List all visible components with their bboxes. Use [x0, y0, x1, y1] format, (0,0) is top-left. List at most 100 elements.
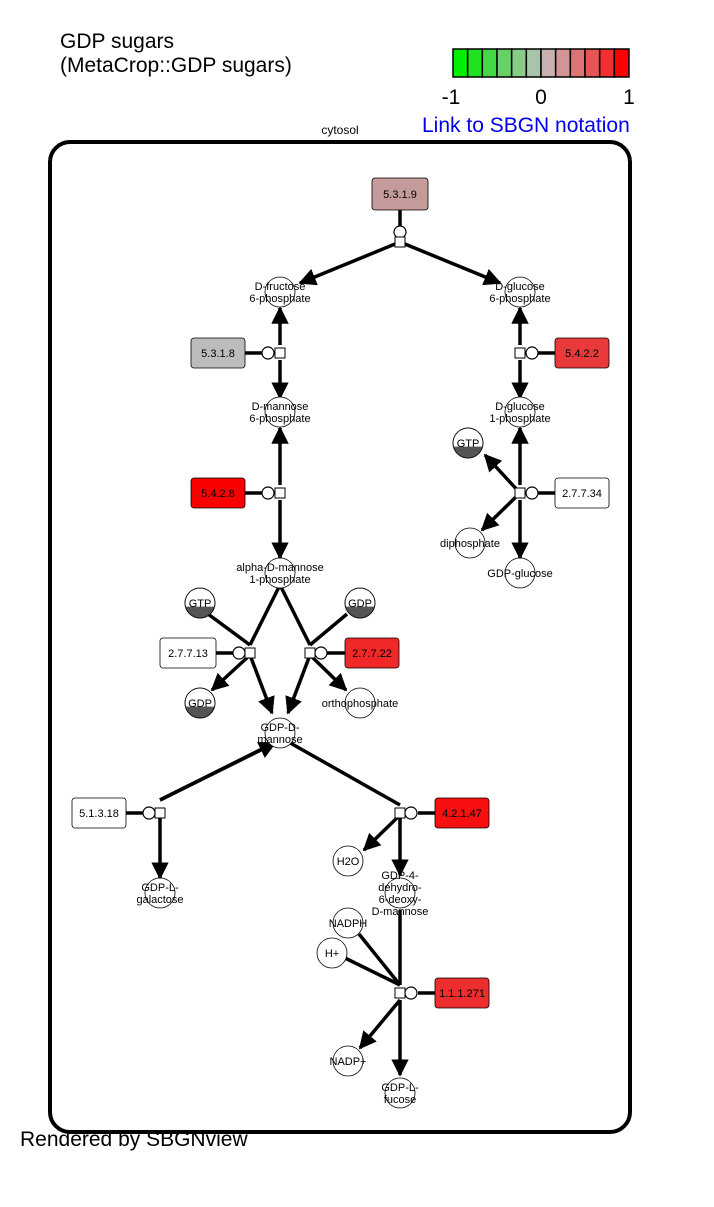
enzyme-label: 4.2.1.47 [442, 808, 482, 820]
metabolite-label: D-glucose [495, 401, 545, 413]
edges [126, 198, 555, 1077]
catalysis-circle [525, 346, 539, 360]
metabolite-label: D-mannose [372, 906, 429, 918]
metabolite-gdp-d-mannose[interactable]: GDP-D-mannose [257, 717, 303, 749]
metabolite-label: 6-phosphate [249, 293, 310, 305]
enzyme-label: 2.7.7.13 [168, 648, 208, 660]
metabolite-h[interactable]: H+ [316, 937, 348, 969]
metabolite-label: NADPH [329, 918, 368, 930]
footer-credit: Rendered by SBGNview [20, 1128, 248, 1151]
catalysis-circle [261, 346, 275, 360]
metabolite-label: H2O [337, 856, 360, 868]
metabolite-label: D-mannose [252, 401, 309, 413]
metabolite-label: orthophosphate [322, 698, 398, 710]
legend-mid-label: 0 [535, 86, 547, 109]
metabolite-nadph[interactable]: NADPH [329, 907, 368, 939]
enzyme-5-3-1-9[interactable]: 5.3.1.9 [371, 177, 429, 211]
metabolite-gtp[interactable]: GTP [452, 427, 484, 459]
enzyme-label: 1.1.1.271 [439, 988, 485, 1000]
reaction-edge [358, 998, 402, 1050]
catalysis-circle [404, 986, 418, 1000]
metabolite-label: GDP-D- [260, 722, 299, 734]
metabolite-label: GDP-L- [381, 1082, 419, 1094]
metabolite-label: H+ [325, 948, 339, 960]
metabolite-label: GTP [189, 598, 212, 610]
enzyme-5-1-3-18[interactable]: 5.1.3.18 [71, 797, 127, 829]
reaction-edge [480, 491, 522, 532]
metabolite-label: galactose [136, 894, 183, 906]
metabolite-label: 6-deoxy- [379, 894, 422, 906]
enzyme-label: 5.3.1.8 [201, 348, 235, 360]
metabolite-gtp[interactable]: GTP [184, 587, 216, 619]
metabolite-diphosphate[interactable]: diphosphate [440, 527, 500, 559]
reaction-edge [362, 813, 402, 852]
process-node [304, 647, 316, 659]
metabolite-gdp[interactable]: GDP [344, 587, 376, 619]
enzyme-5-4-2-8[interactable]: 5.4.2.8 [190, 477, 246, 509]
enzyme-1-1-1-271[interactable]: 1.1.1.271 [434, 977, 490, 1009]
diagram-title: GDP sugars (MetaCrop::GDP sugars) [60, 30, 292, 77]
reaction-edge [278, 584, 312, 646]
reaction-edge [344, 956, 401, 987]
catalysis-circle [525, 486, 539, 500]
metabolite-gdp-glucose[interactable]: GDP-glucose [487, 557, 553, 589]
reaction-edge [399, 240, 502, 286]
legend-swatch [613, 48, 630, 78]
reaction-edge [248, 654, 275, 715]
legend-max-label: 1 [623, 86, 635, 109]
metabolite-label: GDP [348, 598, 372, 610]
process-node [514, 347, 526, 359]
metabolite-gdp-4-dehydro-6-deoxy-d-mannose[interactable]: GDP-4-dehydro-6-deoxy-D-mannose [372, 870, 429, 918]
enzyme-label: 5.1.3.18 [79, 808, 119, 820]
sbgn-notation-link[interactable]: Link to SBGN notation [422, 114, 630, 137]
metabolite-label: 1-phosphate [489, 413, 550, 425]
metabolite-nadp[interactable]: NADP+ [330, 1045, 367, 1077]
process-node [154, 807, 166, 819]
metabolite-label: D-fructose [255, 281, 306, 293]
nodes: D-fructose6-phosphateD-glucose6-phosphat… [71, 177, 610, 1109]
metabolite-label: 1-phosphate [249, 574, 310, 586]
color-legend-bar [452, 48, 630, 78]
enzyme-label: 5.3.1.9 [383, 189, 417, 201]
cytosol-compartment [48, 140, 632, 1134]
metabolite-label: alpha-D-mannose [236, 562, 323, 574]
process-node [274, 487, 286, 499]
enzyme-label: 5.4.2.2 [565, 348, 599, 360]
metabolite-h2o[interactable]: H2O [332, 845, 364, 877]
enzyme-2-7-7-34[interactable]: 2.7.7.34 [554, 477, 610, 509]
enzyme-4-2-1-47[interactable]: 4.2.1.47 [434, 797, 490, 829]
metabolite-label: D-glucose [495, 281, 545, 293]
process-node [394, 236, 406, 248]
reaction-edge [206, 612, 252, 647]
reaction-edge [308, 612, 349, 647]
enzyme-2-7-7-13[interactable]: 2.7.7.13 [159, 637, 217, 669]
process-node [394, 807, 406, 819]
reaction-edge [285, 654, 312, 715]
reaction-edge [159, 741, 277, 802]
enzyme-label: 5.4.2.8 [201, 488, 235, 500]
reaction-edge [298, 240, 401, 286]
metabolite-label: 6-phosphate [489, 293, 550, 305]
metabolite-gdp-l-fucose[interactable]: GDP-L-fucose [381, 1077, 419, 1109]
process-node [394, 987, 406, 999]
metabolite-orthophosphate[interactable]: orthophosphate [322, 687, 398, 719]
enzyme-5-4-2-2[interactable]: 5.4.2.2 [554, 337, 610, 369]
enzyme-5-3-1-8[interactable]: 5.3.1.8 [190, 337, 246, 369]
process-node [244, 647, 256, 659]
metabolite-label: GDP-glucose [487, 568, 552, 580]
metabolite-label: GDP [188, 698, 212, 710]
metabolite-label: GDP-4- [381, 870, 419, 882]
reaction-edge [248, 584, 282, 646]
metabolite-label: NADP+ [330, 1056, 367, 1068]
enzyme-2-7-7-22[interactable]: 2.7.7.22 [344, 637, 400, 669]
metabolite-gdp-l-galactose[interactable]: GDP-L-galactose [136, 877, 184, 909]
reaction-edge [210, 653, 252, 692]
metabolite-gdp[interactable]: GDP [184, 687, 216, 719]
process-node [514, 487, 526, 499]
catalysis-circle [314, 646, 328, 660]
